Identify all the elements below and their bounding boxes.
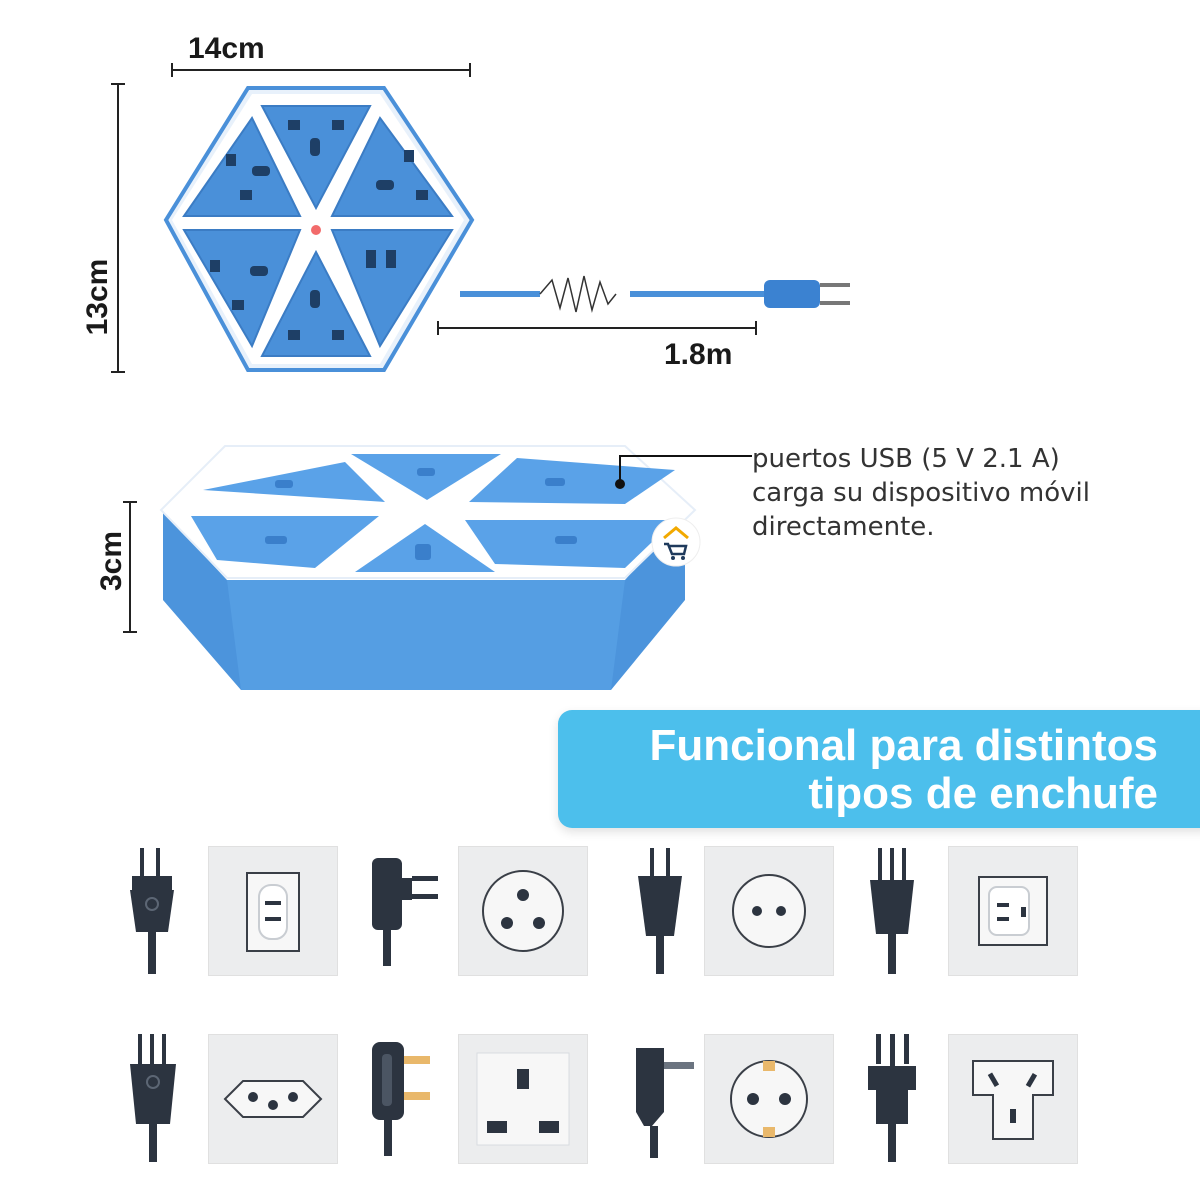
height-dimension: 13cm (80, 82, 130, 374)
europlug-icon (638, 848, 682, 974)
width-dimension-line (171, 63, 471, 77)
us-2slot-socket-icon (246, 872, 300, 952)
schuko-socket-card (704, 1034, 834, 1164)
usb-callout-line-2: carga su dispositivo móvil (752, 478, 1090, 508)
feature-banner: Funcional para distintos tipos de enchuf… (558, 710, 1200, 828)
width-dimension: 14cm (170, 30, 472, 80)
euro-2hole-socket-card (704, 846, 834, 976)
shopping-cart-badge-icon (651, 517, 701, 567)
angled-adapter-plug-icon (372, 858, 438, 966)
segment-top-left (182, 116, 302, 217)
3-round-hole-socket-icon (482, 870, 564, 952)
usb-callout: puertos USB (5 V 2.1 A) carga su disposi… (752, 442, 1172, 544)
cable-dimension: 1.8m (436, 318, 758, 378)
depth-label: 3cm (95, 530, 128, 592)
uk-socket-card (458, 1034, 588, 1164)
us-grounded-socket-icon (978, 876, 1048, 946)
us-2slot-socket-card (208, 846, 338, 976)
swiss-socket-card (208, 1034, 338, 1164)
segment-top (260, 105, 372, 211)
depth-dimension: 3cm (92, 500, 152, 635)
height-dimension-line (111, 83, 125, 373)
schuko-plug-icon (636, 1048, 694, 1158)
uk-socket-icon (476, 1052, 570, 1146)
feature-banner-text: Funcional para distintos tipos de enchuf… (650, 722, 1159, 818)
height-label: 13cm (81, 258, 114, 336)
power-strip-angle-view (159, 445, 697, 690)
cable-break-zigzag (539, 275, 617, 313)
segment-bottom-left (182, 229, 302, 349)
cable-label: 1.8m (664, 338, 733, 371)
euro-2hole-socket-icon (732, 874, 806, 948)
width-label: 14cm (188, 32, 265, 65)
schuko-socket-icon (730, 1060, 808, 1138)
swiss-3pin-plug-icon (130, 1034, 176, 1162)
usb-callout-line-3: directamente. (752, 512, 935, 542)
feature-banner-line-2: tipos de enchufe (808, 769, 1158, 818)
callout-leader-line (619, 455, 752, 484)
cable-plug (764, 280, 820, 308)
3-round-hole-socket-card (458, 846, 588, 976)
usb-callout-line-1: puertos USB (5 V 2.1 A) (752, 444, 1060, 474)
au-plug-icon (868, 1034, 916, 1162)
feature-banner-line-1: Funcional para distintos (649, 721, 1159, 770)
uk-plug-icon (372, 1042, 430, 1156)
au-socket-card (948, 1034, 1078, 1164)
power-indicator (311, 225, 321, 235)
us-2pin-plug-icon (130, 848, 174, 974)
power-strip-top-view (163, 86, 850, 372)
cable-dimension-line (437, 321, 757, 335)
us-grounded-socket-card (948, 846, 1078, 976)
depth-dimension-line (123, 501, 137, 633)
swiss-socket-icon (223, 1080, 323, 1118)
segment-bottom-right (330, 229, 454, 349)
us-3pin-plug-icon (870, 848, 914, 974)
au-socket-icon (972, 1060, 1054, 1140)
